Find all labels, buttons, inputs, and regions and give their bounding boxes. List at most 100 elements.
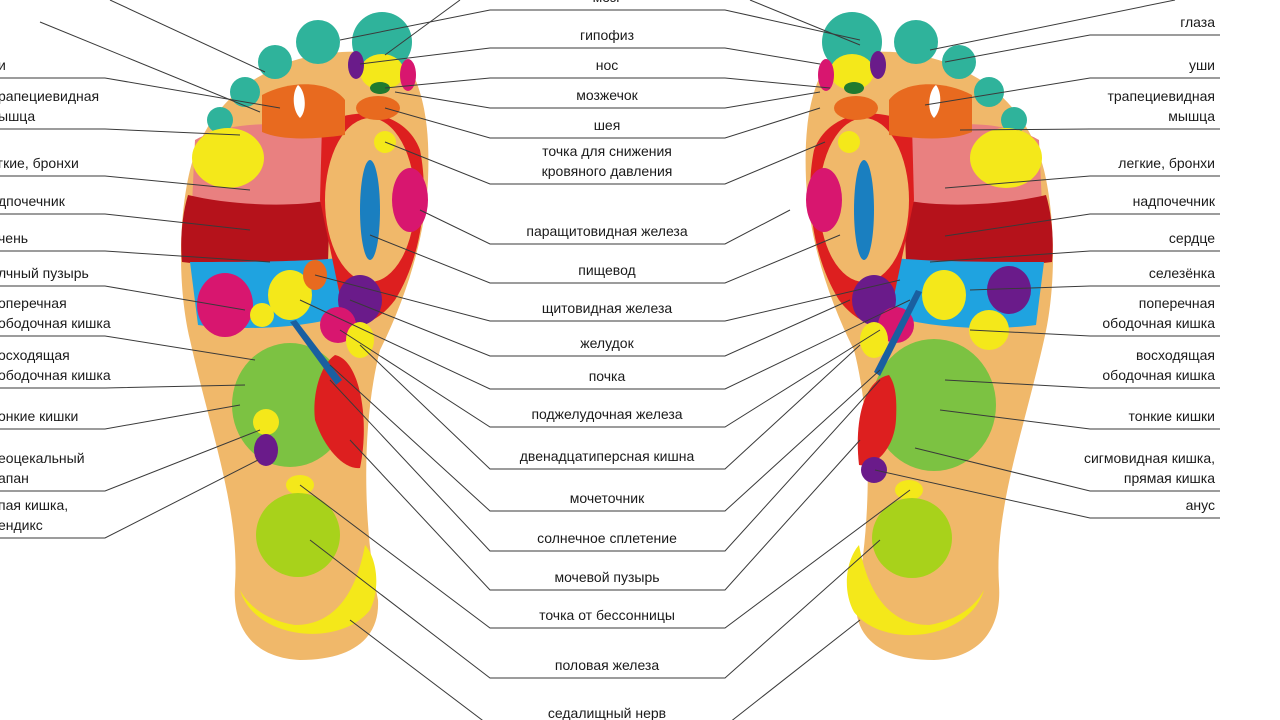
leader-brain	[339, 9, 861, 41]
label-sigmoid: прямая кишка	[1124, 470, 1215, 486]
leader-left-ascending	[0, 384, 246, 389]
right-toe-4	[974, 77, 1004, 107]
leader-ears	[924, 77, 1220, 106]
label-brain: мозг	[593, 0, 622, 5]
leader-cerebellum	[394, 91, 821, 109]
left-colon-red	[314, 355, 364, 469]
right-bp-point	[838, 131, 860, 153]
left-toe-3	[258, 45, 292, 79]
leader-left-gallbladder	[0, 285, 246, 311]
label-solar-plexus: солнечное сплетение	[537, 530, 677, 546]
leader-duodenum	[359, 344, 861, 470]
label-transverse-colon: ободочная кишка	[1102, 315, 1215, 331]
leader-left-transverse	[0, 335, 256, 361]
right-pituitary-right	[818, 59, 834, 91]
leader-transverse-colon	[969, 329, 1220, 337]
right-colon-red	[857, 375, 897, 466]
label-left-ileocecal: еоцекальный	[0, 450, 85, 466]
labels: мозггипофизносмозжечокшеяточка для сниже…	[0, 0, 1216, 720]
right-sciatic-zone	[846, 545, 984, 636]
leader-top-left-1	[109, 0, 266, 73]
label-heart: сердце	[1169, 230, 1215, 246]
left-esophagus-zone	[360, 160, 380, 260]
label-insomnia: точка от бессонницы	[539, 607, 675, 623]
left-ileocecal-zone	[253, 409, 279, 435]
label-left-ears: и	[0, 57, 6, 73]
label-left-appendix: пая кишка,	[0, 497, 68, 513]
leader-top-left-2	[39, 21, 261, 113]
left-toe-1	[352, 12, 412, 72]
label-thyroid: щитовидная железа	[542, 300, 673, 316]
left-nose-zone	[370, 82, 390, 94]
label-lungs: легкие, бронхи	[1118, 155, 1215, 171]
label-ears: уши	[1189, 57, 1215, 73]
leader-parathyroid	[419, 209, 791, 245]
right-foot	[805, 12, 1053, 660]
leader-left-trapezius	[0, 128, 241, 136]
label-blood-pressure: точка для снижения	[542, 143, 672, 159]
leader-esophagus	[369, 234, 841, 284]
right-toe-3	[942, 45, 976, 79]
left-toe-2	[296, 20, 340, 64]
label-pituitary: гипофиз	[580, 27, 634, 43]
label-bladder: мочевой пузырь	[554, 569, 659, 585]
label-left-gallbladder: лчный пузырь	[0, 265, 89, 281]
leader-anus	[874, 469, 1220, 519]
label-adrenal: надпочечник	[1133, 193, 1216, 209]
left-thyroid-zone	[392, 168, 428, 232]
label-kidney: почка	[589, 368, 626, 384]
label-left-transverse: ободочная кишка	[0, 315, 111, 331]
leader-sciatic	[349, 619, 861, 720]
label-stomach: желудок	[580, 335, 634, 351]
left-foot	[181, 12, 429, 660]
leader-left-adrenal	[0, 213, 251, 231]
left-neck-zone	[356, 96, 400, 120]
right-anus-zone	[861, 457, 887, 483]
label-blood-pressure: кровяного давления	[542, 163, 673, 179]
label-anus: анус	[1186, 497, 1215, 513]
left-duodenum-zone	[346, 322, 374, 358]
right-eye-zone	[970, 128, 1042, 188]
leader-pituitary	[359, 47, 821, 65]
label-esophagus: пищевод	[578, 262, 635, 278]
leader-lungs	[944, 175, 1220, 189]
label-ascending-colon: восходящая	[1136, 347, 1215, 363]
left-appendix-zone	[254, 434, 278, 466]
leader-left-small	[0, 404, 241, 430]
leader-left-ears	[0, 77, 281, 109]
left-adrenal-band	[181, 195, 330, 268]
left-sciatic-zone	[240, 545, 377, 634]
label-spleen: селезёнка	[1149, 265, 1215, 281]
label-sciatic: седалищный нерв	[548, 705, 666, 720]
left-toe-4	[230, 77, 260, 107]
label-left-liver: чень	[0, 230, 28, 246]
left-pituitary-right	[400, 59, 416, 91]
right-transverse-yellow	[969, 310, 1009, 350]
leader-kidney	[299, 299, 911, 390]
right-spleen-zone	[987, 266, 1031, 314]
right-ear-notch	[929, 85, 941, 118]
right-ureter-line	[874, 290, 922, 376]
leader-left-liver	[0, 250, 271, 263]
leader-ureter	[329, 364, 881, 512]
label-left-trapezius: рапециевидная	[0, 88, 99, 104]
label-left-trapezius: ышца	[0, 108, 35, 124]
label-left-lungs: гкие, бронхи	[0, 155, 79, 171]
leader-top-right-2	[749, 0, 861, 46]
left-ear-notch	[293, 85, 305, 118]
left-kidney-zone	[268, 270, 312, 320]
label-ureter: мочеточник	[570, 490, 645, 506]
leader-left-ileocecal	[0, 429, 261, 492]
label-left-adrenal: дпочечник	[0, 193, 66, 209]
right-duodenum-zone	[860, 322, 888, 358]
leader-eyes	[944, 34, 1220, 63]
leader-left-appendix	[0, 459, 259, 539]
leader-sigmoid	[914, 447, 1220, 492]
left-eye-zone	[192, 128, 264, 188]
leader-blood-pressure	[384, 141, 826, 185]
left-ureter-line	[290, 320, 342, 385]
right-nose-zone	[844, 82, 864, 94]
right-toe-2	[894, 20, 938, 64]
